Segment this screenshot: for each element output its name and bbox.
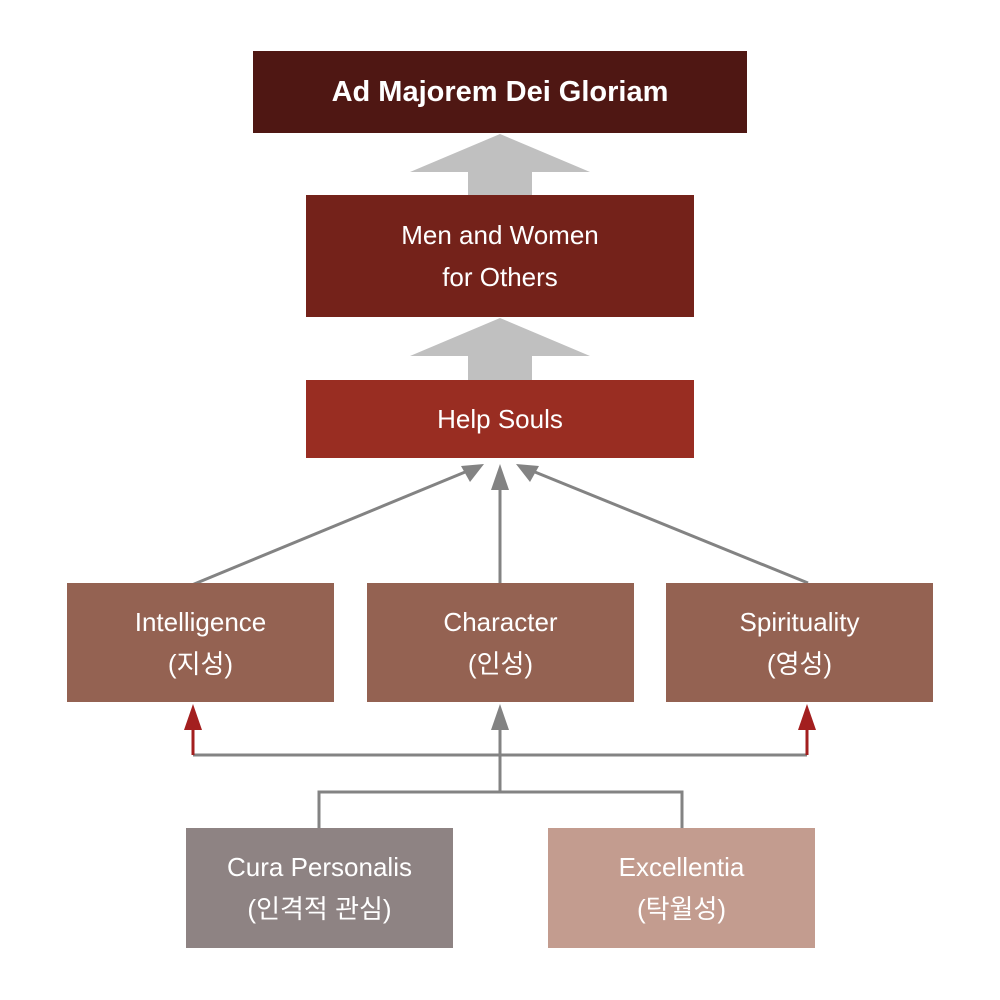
arrow-intelligence-help	[186, 468, 471, 589]
node-sublabel: (영성)	[766, 648, 833, 679]
block-arrow-2	[410, 318, 590, 380]
node-help-souls: Help Souls	[306, 380, 694, 458]
node-ad-majorem-dei-gloriam: Ad Majorem Dei Gloriam	[253, 51, 747, 133]
node-cura-personalis: Cura Personalis (인격적 관심)	[186, 828, 453, 948]
arrowhead-to-spirituality	[798, 704, 816, 730]
block-arrow-1	[410, 134, 590, 195]
node-label: Cura Personalis	[227, 852, 412, 882]
node-sublabel: (지성)	[167, 648, 234, 679]
arrow-spirituality-help	[529, 468, 809, 585]
connector-cura-excellentia	[317, 790, 684, 828]
arrowhead-spirituality	[516, 464, 539, 482]
node-sublabel: (인격적 관심)	[247, 894, 392, 924]
node-label: Intelligence	[134, 606, 267, 637]
node-sublabel: (탁월성)	[636, 894, 727, 924]
node-sublabel: (인성)	[467, 648, 534, 679]
node-label: Ad Majorem Dei Gloriam	[331, 76, 669, 108]
node-label: Excellentia	[618, 852, 745, 882]
node-label: for Others	[442, 262, 558, 292]
node-men-and-women-for-others: Men and Women for Others	[306, 195, 694, 317]
arrowhead-to-intelligence	[184, 704, 202, 730]
node-label: Men and Women	[401, 220, 599, 250]
node-label: Character	[443, 606, 558, 637]
node-excellentia: Excellentia (탁월성)	[548, 828, 815, 948]
node-label: Spirituality	[739, 606, 860, 637]
arrowhead-intelligence	[461, 464, 484, 482]
arrowhead-character	[491, 464, 509, 490]
node-label: Help Souls	[437, 404, 563, 434]
arrowhead-to-character	[491, 704, 509, 730]
node-spirituality: Spirituality (영성)	[666, 583, 933, 702]
node-character: Character (인성)	[367, 583, 634, 702]
node-intelligence: Intelligence (지성)	[67, 583, 334, 702]
